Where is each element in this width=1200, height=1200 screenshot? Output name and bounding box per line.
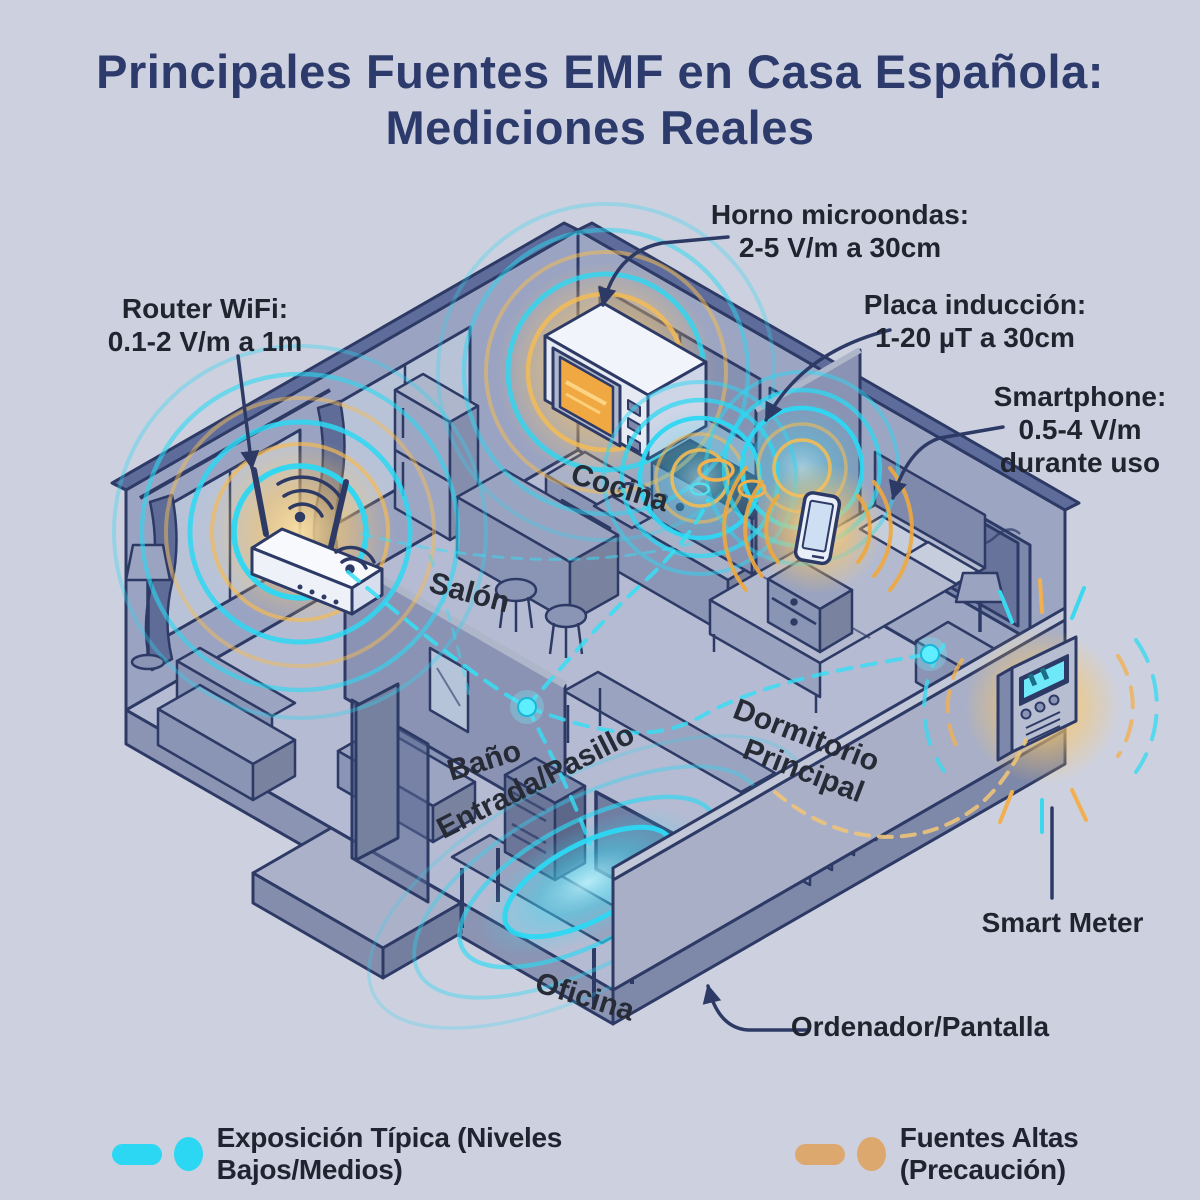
legend: Exposición Típica (Niveles Bajos/Medios)… — [0, 1122, 1200, 1186]
legend-swatch-cyan-dot — [173, 1137, 203, 1171]
label-induction: Placa inducción: 1-20 µT a 30cm — [785, 288, 1165, 354]
stool — [544, 603, 588, 658]
wifi-icon — [276, 475, 376, 574]
label-smartphone-value1: 0.5-4 V/m — [1018, 414, 1142, 446]
label-microwave-value: 2-5 V/m a 30cm — [738, 232, 942, 264]
legend-swatch-tan-bar — [795, 1143, 845, 1165]
legend-label-typical: Exposición Típica (Niveles Bajos/Medios) — [216, 1122, 563, 1185]
label-smart-meter-title: Smart Meter — [981, 907, 1144, 938]
entrance-porch — [251, 826, 463, 980]
label-smart-meter: Smart Meter — [930, 906, 1195, 939]
sofa — [156, 646, 297, 802]
label-router-title: Router WiFi: — [121, 293, 289, 324]
router-antenna — [251, 467, 269, 537]
label-induction-title: Placa inducción: — [863, 289, 1087, 320]
stool — [494, 577, 538, 632]
label-router: Router WiFi: 0.1-2 V/m a 1m — [50, 292, 360, 358]
smart-meter-device — [922, 578, 1159, 834]
pillow — [904, 540, 980, 586]
page-title: Principales Fuentes EMF en Casa Española… — [0, 44, 1200, 157]
legend-item-typical: Exposición Típica (Niveles Bajos/Medios) — [112, 1122, 677, 1186]
induction-burner — [689, 482, 711, 496]
label-induction-value: 1-20 µT a 30cm — [875, 322, 1075, 354]
label-smartphone-value2: durante uso — [999, 447, 1161, 479]
emf-path-high — [773, 738, 1028, 839]
legend-label-high: Fuentes Altas (Precaución) — [899, 1122, 1079, 1185]
entry-door — [350, 682, 430, 904]
emf-connection-paths — [346, 498, 1028, 846]
floor-lamp — [124, 543, 172, 671]
arrow-smartphone — [888, 425, 1005, 500]
bath-mirror — [428, 646, 470, 734]
smartphone-emf — [722, 462, 914, 594]
annotation-arrows — [236, 235, 1054, 1032]
bedside-lamp — [954, 571, 1006, 604]
legend-item-high: Fuentes Altas (Precaución) — [795, 1122, 1200, 1186]
label-computer: Ordenador/Pantalla — [755, 1010, 1085, 1043]
arrow-induction — [764, 328, 892, 422]
kitchen-island — [455, 468, 620, 624]
label-microwave-title: Horno microondas: — [710, 199, 970, 230]
legend-swatch-tan-dot — [856, 1137, 886, 1171]
arrow-microwave — [597, 235, 730, 307]
label-microwave: Horno microondas: 2-5 V/m a 30cm — [640, 198, 1040, 264]
arrow-computer — [702, 984, 810, 1032]
label-computer-title: Ordenador/Pantalla — [790, 1011, 1050, 1042]
induction-burner — [697, 458, 735, 482]
page-title-line1: Principales Fuentes EMF en Casa Española… — [96, 45, 1104, 98]
legend-swatch-cyan-bar — [112, 1143, 162, 1165]
smartphone — [793, 491, 842, 566]
signal-dot — [510, 690, 544, 724]
label-smartphone: Smartphone: 0.5-4 V/m durante uso — [955, 380, 1200, 479]
page-title-line2: Mediciones Reales — [385, 101, 815, 155]
label-router-value: 0.1-2 V/m a 1m — [107, 326, 303, 358]
label-smartphone-title: Smartphone: — [993, 381, 1167, 412]
router-antenna — [327, 479, 349, 554]
arrow-router — [236, 354, 260, 470]
signal-dot — [913, 637, 947, 671]
